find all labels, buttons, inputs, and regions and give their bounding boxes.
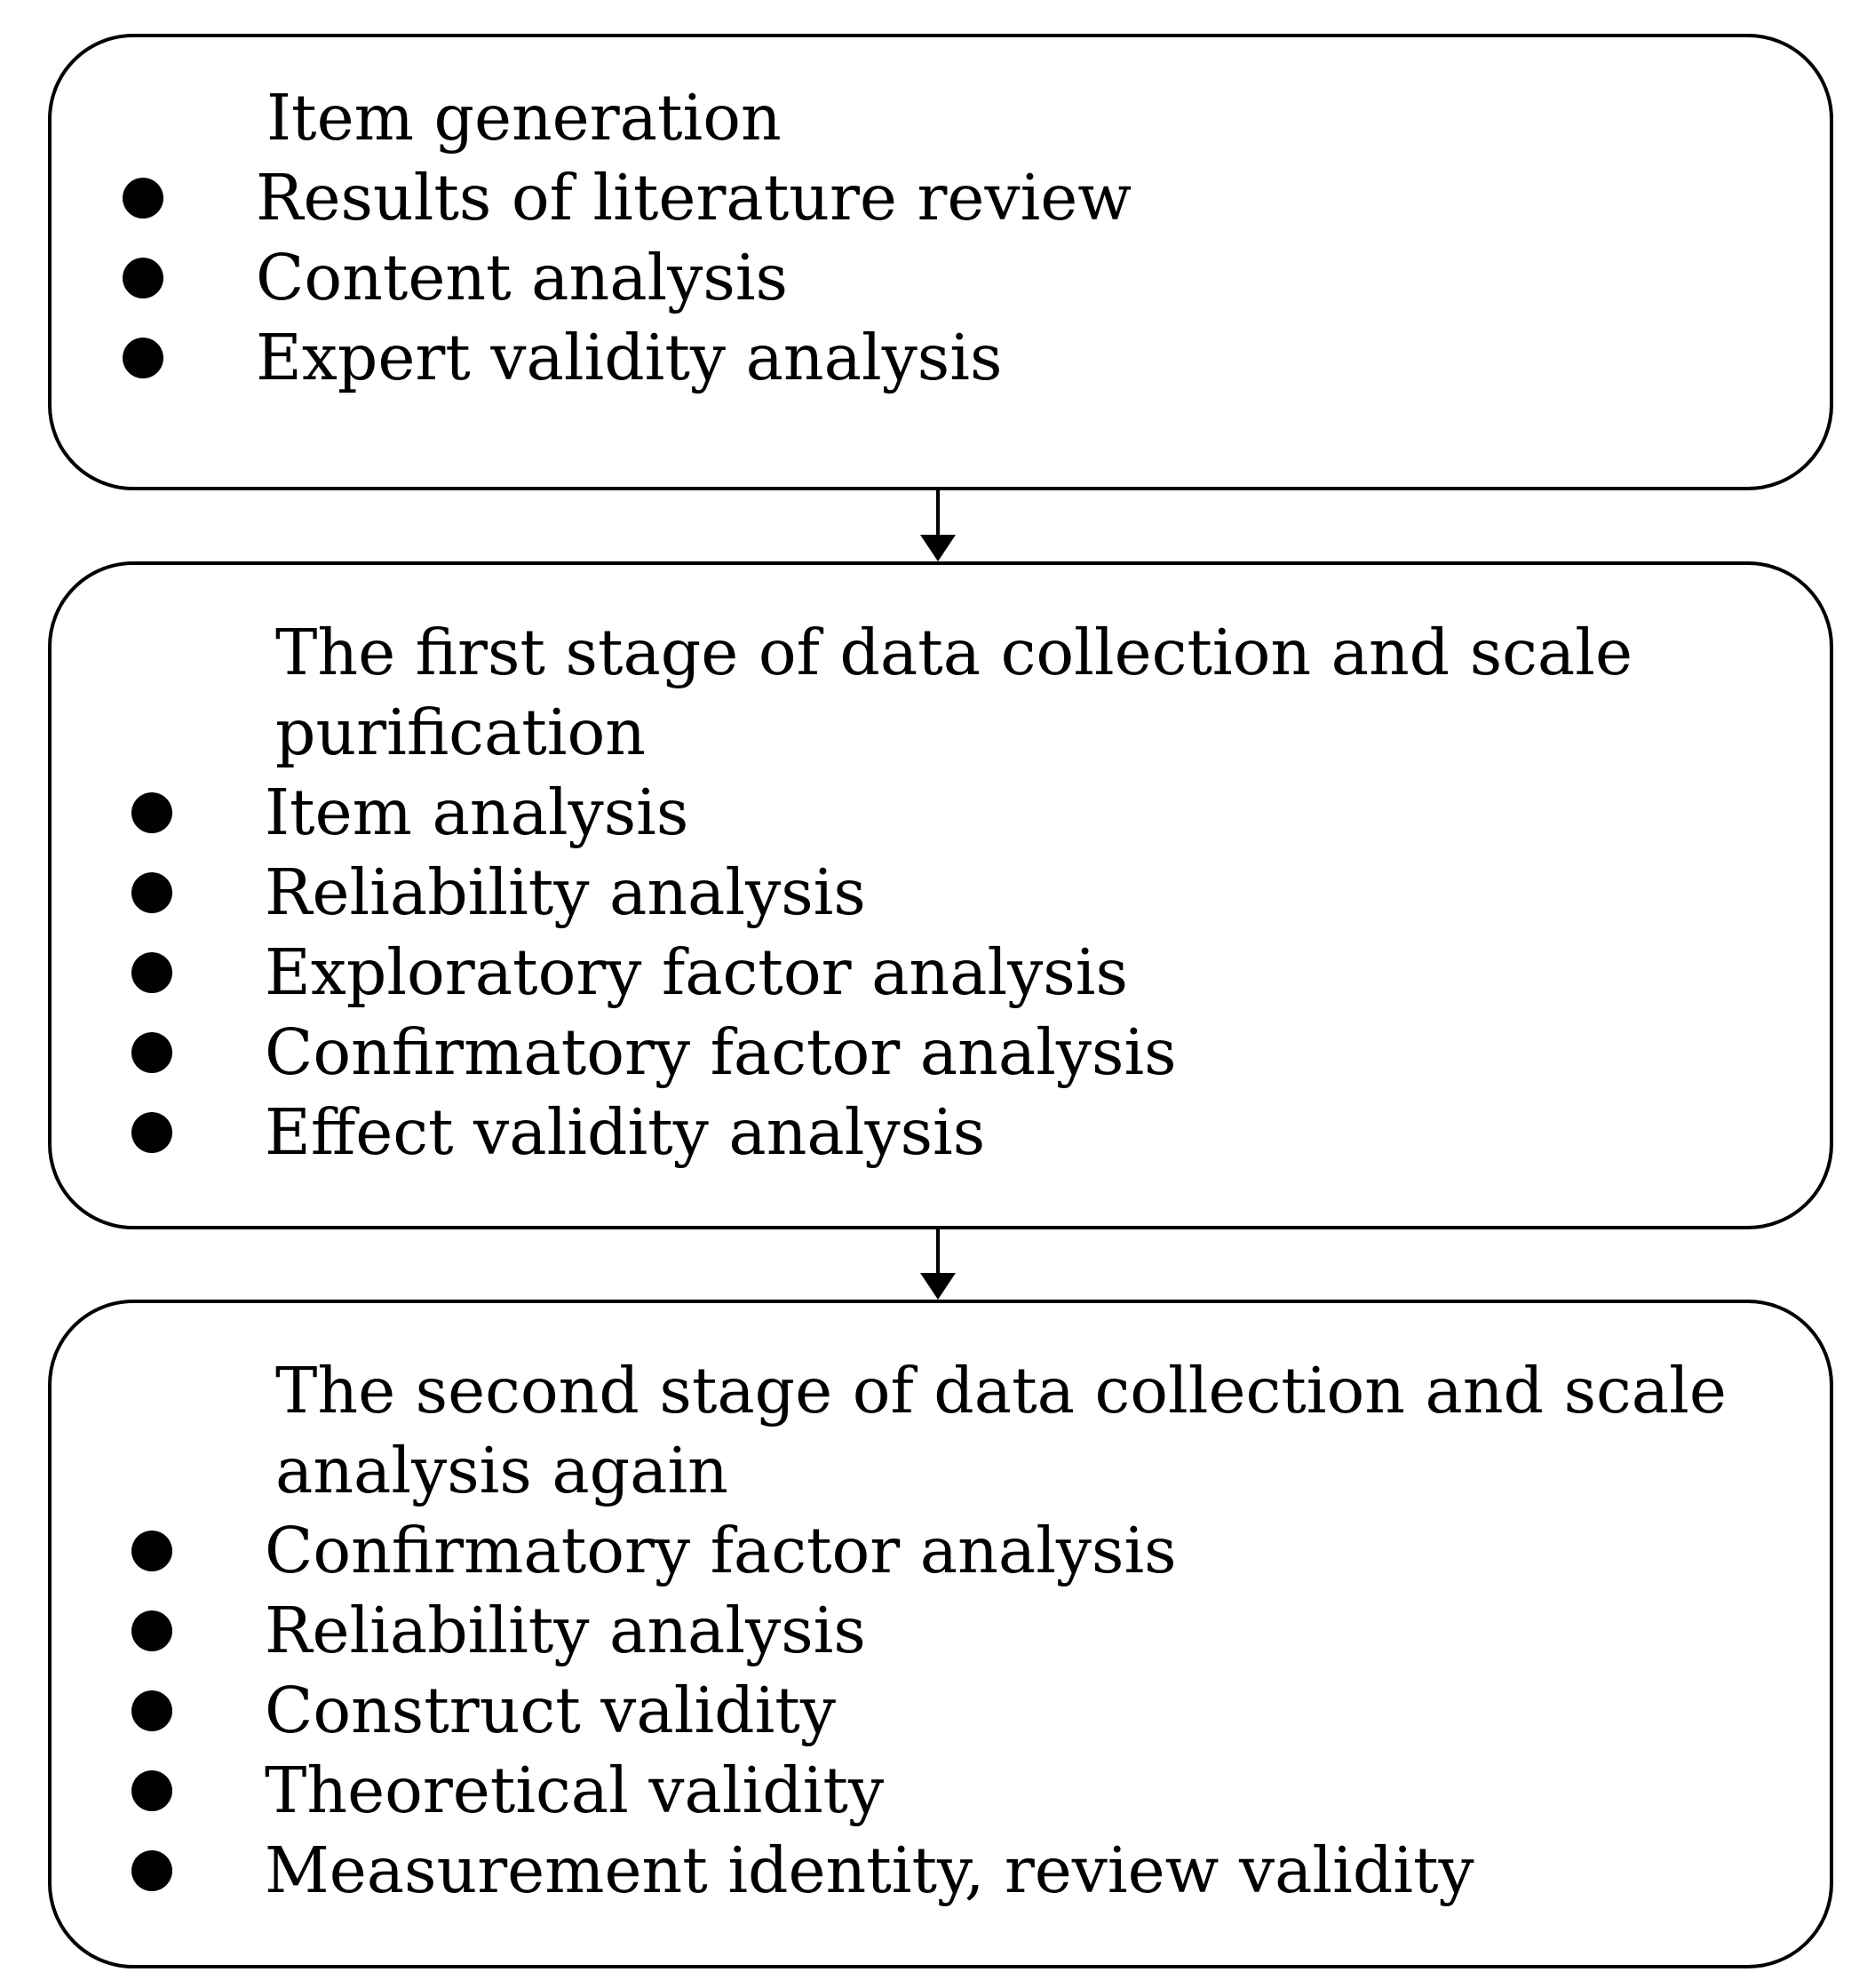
bullet-icon bbox=[123, 338, 163, 378]
list-item-label: Exploratory factor analysis bbox=[265, 935, 1128, 1009]
stage-title-line: The second stage of data collection and … bbox=[275, 1354, 1727, 1427]
stage-title: The second stage of data collection and … bbox=[275, 1351, 1727, 1511]
list-item-label: Confirmatory factor analysis bbox=[265, 1514, 1177, 1587]
stage-title-line: Item generation bbox=[266, 81, 782, 155]
stage-second-data-collection-box: The second stage of data collection and … bbox=[48, 1300, 1833, 1968]
stage-title-line: purification bbox=[275, 696, 646, 769]
bullet-icon bbox=[131, 1531, 172, 1571]
connector-line bbox=[936, 490, 940, 544]
list-item-label: Item analysis bbox=[265, 775, 689, 849]
bullet-icon bbox=[131, 1690, 172, 1731]
list-item-label: Results of literature review bbox=[256, 161, 1132, 235]
list-item-label: Construct validity bbox=[265, 1674, 836, 1747]
connector-line bbox=[936, 1229, 940, 1283]
bullet-icon bbox=[131, 1112, 172, 1153]
stage-title-line: The first stage of data collection and s… bbox=[275, 616, 1633, 689]
list-item-label: Theoretical validity bbox=[265, 1753, 885, 1827]
bullet-icon bbox=[131, 1850, 172, 1891]
arrow-down-icon bbox=[920, 1273, 956, 1300]
stage-title-line: analysis again bbox=[275, 1434, 728, 1507]
bullet-icon bbox=[131, 1032, 172, 1073]
bullet-icon bbox=[131, 1770, 172, 1811]
bullet-icon bbox=[131, 1610, 172, 1651]
list-item-label: Confirmatory factor analysis bbox=[265, 1015, 1177, 1089]
list-item-label: Measurement identity, review validity bbox=[265, 1833, 1474, 1907]
bullet-icon bbox=[123, 258, 163, 298]
bullet-icon bbox=[131, 952, 172, 993]
stage-item-generation-box: Item generation Results of literature re… bbox=[48, 34, 1833, 490]
list-item-label: Reliability analysis bbox=[265, 1594, 866, 1667]
bullet-icon bbox=[123, 178, 163, 219]
stage-first-data-collection-box: The first stage of data collection and s… bbox=[48, 561, 1833, 1229]
list-item-label: Expert validity analysis bbox=[256, 321, 1003, 394]
list-item-label: Content analysis bbox=[256, 241, 788, 314]
bullet-icon bbox=[131, 872, 172, 913]
stage-title: The first stage of data collection and s… bbox=[275, 613, 1633, 773]
list-item-label: Effect validity analysis bbox=[265, 1095, 986, 1169]
list-item-label: Reliability analysis bbox=[265, 855, 866, 929]
bullet-icon bbox=[131, 792, 172, 833]
arrow-down-icon bbox=[920, 535, 956, 561]
stage-title: Item generation bbox=[266, 78, 782, 158]
